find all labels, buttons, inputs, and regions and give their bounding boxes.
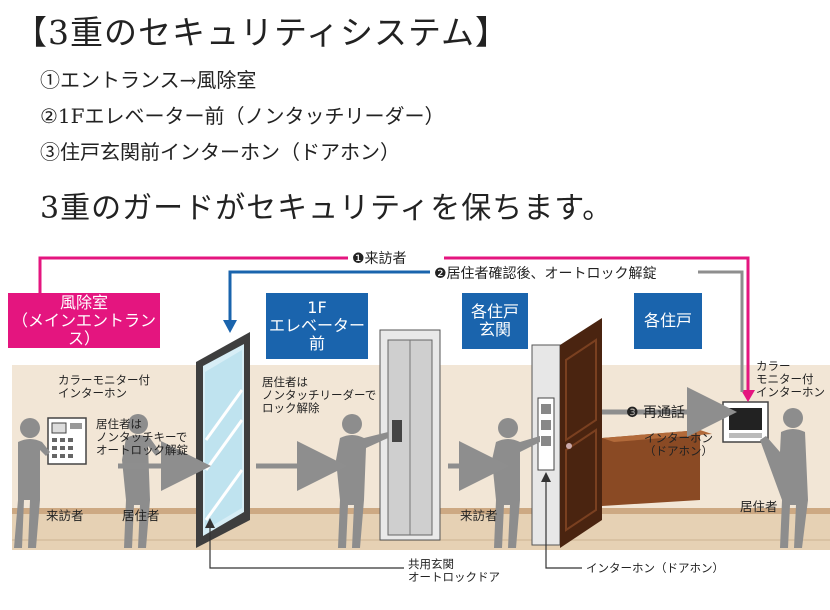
- feature-item-1: ①エントランス→風除室: [40, 68, 257, 92]
- resident-elevator-figure: [336, 414, 388, 548]
- zone-unit-door: 各住戸 玄関: [462, 293, 528, 349]
- zone-windbreak: 風除室 （メインエントランス）: [8, 293, 160, 348]
- visitor-route-line: [38, 256, 750, 392]
- note-doorphone: インターホン （ドアホン）: [644, 431, 713, 458]
- label-visitor-entrance: 来訪者: [46, 508, 84, 523]
- elevator: [379, 329, 441, 541]
- note-unit-monitor: カラー モニター付 インターホン: [756, 359, 825, 399]
- label-visitor-door: 来訪者: [460, 508, 498, 523]
- feature-item-3: ③住戸玄関前インターホン（ドアホン）: [40, 140, 400, 164]
- unlock-route-line: [228, 270, 430, 322]
- unit-door: [531, 318, 602, 548]
- label-resident-unit: 居住者: [740, 499, 778, 514]
- note-nontouch-key: 居住者は ノンタッチキーで オートロック解錠: [96, 417, 188, 457]
- note-nontouch-reader: 居住者は ノンタッチリーダーで ロック解除: [262, 375, 377, 415]
- flow-arrows: [118, 387, 737, 491]
- page-title: 【3重のセキュリティシステム】: [14, 13, 510, 52]
- flow-recall-label: ❸ 再通話: [626, 405, 686, 421]
- flow-visitor-label: ❶来訪者: [348, 248, 411, 268]
- zone-elevator: 1F エレベーター 前: [266, 293, 368, 359]
- return-route-line: [698, 270, 744, 392]
- unit-cabinet: [602, 430, 712, 506]
- label-resident-entrance: 居住者: [122, 508, 160, 523]
- resident-entrance-figure: [122, 414, 160, 548]
- callout-autolock-door: 共用玄関 オートロックドア: [408, 557, 500, 584]
- entrance-intercom-panel: [47, 417, 87, 465]
- zone-unit: 各住戸: [634, 293, 702, 349]
- feature-item-2: ②1Fエレベーター前（ノンタッチリーダー）: [40, 104, 445, 128]
- resident-unit-figure: [760, 408, 808, 548]
- unit-monitor-intercom: [722, 401, 769, 443]
- headline: 3重のガードがセキュリティを保ちます。: [40, 191, 614, 226]
- callout-door-intercom: インターホン（ドアホン）: [586, 561, 724, 575]
- callout-lines: [209, 476, 582, 569]
- autolock-glass-door: [196, 332, 250, 548]
- note-entrance-monitor: カラーモニター付 インターホン: [58, 373, 150, 400]
- visitor-entrance-figure: [14, 418, 50, 548]
- flow-confirm-label: ❷居住者確認後、オートロック解錠: [430, 263, 661, 283]
